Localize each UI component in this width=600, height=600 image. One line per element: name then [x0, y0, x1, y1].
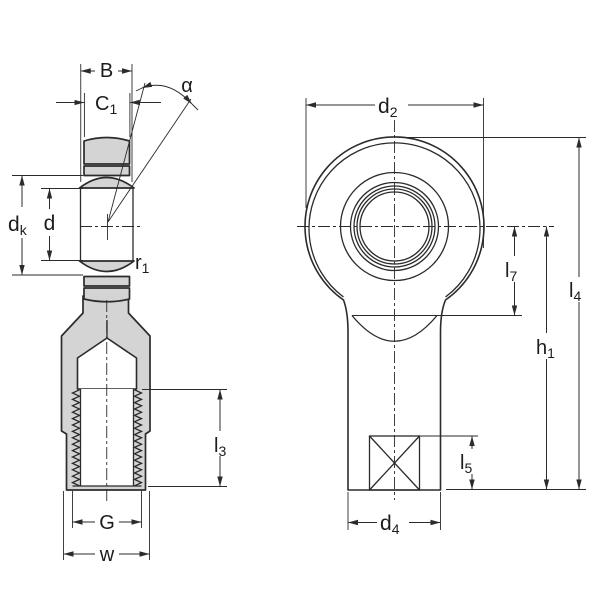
d2-dimension: d2: [305, 93, 484, 248]
inner-ring-sphere-bottom: [78, 260, 135, 273]
dim-label-g: G: [99, 512, 115, 534]
l7-dimension: l7: [352, 226, 523, 316]
h1-dimension: h1: [533, 226, 560, 490]
dim-label-l5: l5: [460, 452, 472, 476]
outer-ring-top-section: [83, 136, 131, 165]
dim-label-l3: l3: [214, 435, 226, 459]
outer-ring-bottom-band: [83, 275, 131, 287]
l4-dimension: l4: [399, 137, 589, 490]
alpha-angle-dimension: α: [107, 75, 199, 223]
dim-label-dk: dk: [8, 213, 28, 238]
outer-ring-bottom-section: [83, 287, 131, 303]
l3-dimension: l3: [142, 389, 232, 487]
c1-dimension: C1: [56, 93, 161, 137]
d-dimension: d: [41, 188, 83, 261]
dim-label-r1: r1: [135, 252, 150, 276]
dim-label-d: d: [44, 212, 56, 235]
dim-label-d4: d4: [380, 512, 400, 537]
outer-ring-top-band: [83, 165, 131, 177]
dim-label-w: w: [99, 544, 115, 566]
inner-ring-sphere-top: [78, 176, 135, 189]
front-view: d2 l7 h1 l4 l5: [297, 93, 589, 537]
dim-label-d2: d2: [378, 95, 398, 120]
dim-label-alpha: α: [181, 75, 193, 97]
g-dimension: G: [72, 491, 142, 534]
side-view: B C1 α dk: [4, 60, 232, 566]
b-dimension: B: [80, 60, 133, 182]
w-dimension: w: [63, 491, 150, 566]
dk-dimension: dk: [4, 175, 83, 276]
dim-label-h1: h1: [536, 337, 555, 361]
l5-dimension: l5: [418, 435, 478, 490]
dim-label-l4: l4: [569, 280, 581, 304]
dim-label-l7: l7: [505, 260, 517, 284]
dim-label-c1: C1: [95, 93, 117, 117]
d4-dimension: d4: [347, 492, 441, 537]
dim-label-b: B: [100, 60, 113, 82]
